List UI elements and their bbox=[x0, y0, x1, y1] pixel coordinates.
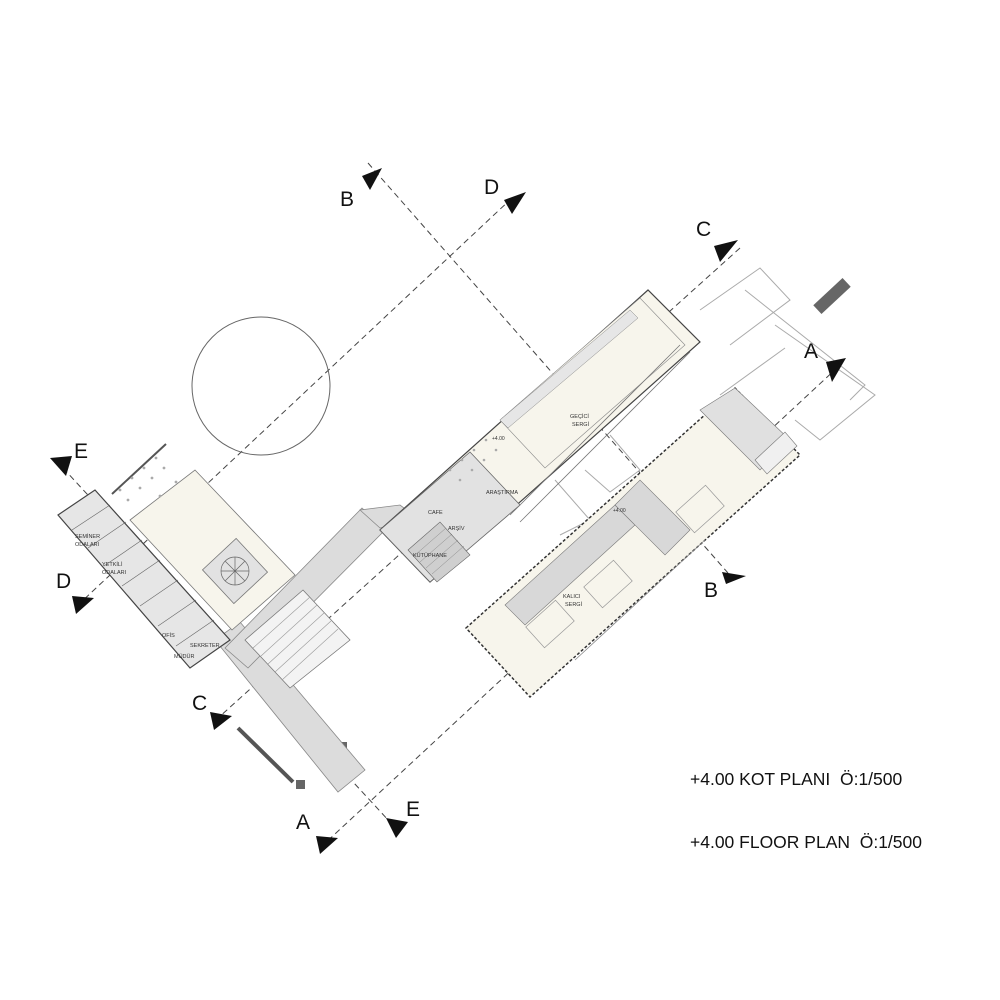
section-letter-b-top: B bbox=[340, 188, 354, 211]
label-arsiv: ARŞİV bbox=[448, 525, 465, 532]
section-letter-d-top: D bbox=[484, 176, 499, 199]
plan-title-block: +4.00 KOT PLANI Ö:1/500 +4.00 FLOOR PLAN… bbox=[690, 727, 990, 874]
section-arrow-a-bottom bbox=[316, 836, 338, 854]
section-arrow-c-top bbox=[714, 240, 738, 262]
section-arrow-d-top bbox=[504, 192, 526, 214]
section-letter-e-left: E bbox=[74, 440, 88, 463]
section-arrow-e-bottom bbox=[386, 818, 408, 838]
north-gallery-block bbox=[379, 289, 701, 583]
label-kutuphane: KÜTÜPHANE bbox=[413, 552, 447, 559]
section-arrow-d-left bbox=[72, 596, 94, 614]
section-arrow-b-right bbox=[722, 572, 746, 584]
label-arastirma: ARAŞTIRMA bbox=[486, 490, 518, 496]
dark-bar-ne bbox=[813, 277, 851, 315]
section-arrow-e-left bbox=[50, 456, 72, 476]
section-arrow-a-right bbox=[826, 358, 846, 382]
section-letter-c-bottom: C bbox=[192, 692, 207, 715]
section-arrow-b-top bbox=[362, 168, 382, 190]
plan-title-turkish: +4.00 KOT PLANI Ö:1/500 bbox=[690, 769, 903, 789]
level-gallery: +4.00 bbox=[492, 436, 505, 442]
stairs bbox=[244, 589, 351, 689]
section-letter-e-bottom: E bbox=[406, 798, 420, 821]
label-seminer-1: SEMİNER bbox=[75, 533, 100, 540]
courtyard bbox=[129, 469, 296, 631]
plan-title-english: +4.00 FLOOR PLAN Ö:1/500 bbox=[690, 832, 922, 852]
label-mudur: MÜDÜR bbox=[174, 653, 194, 660]
label-kalici-1: KALICI bbox=[563, 594, 581, 600]
gecici-sergi-area bbox=[499, 297, 686, 469]
label-cafe: CAFE bbox=[428, 510, 443, 516]
east-exhibition-block bbox=[464, 386, 802, 699]
label-gecici-1: GEÇİCİ bbox=[570, 413, 589, 420]
west-block bbox=[57, 456, 296, 669]
section-letter-d-left: D bbox=[56, 570, 71, 593]
wall-nw bbox=[111, 443, 167, 495]
label-yetkili-1: YETKİLİ bbox=[102, 561, 123, 568]
dark-block-s2 bbox=[296, 780, 305, 789]
tree-icon bbox=[220, 556, 250, 586]
label-sekreter: SEKRETER bbox=[190, 643, 220, 649]
section-letter-a-right: A bbox=[804, 340, 818, 363]
label-ofis: OFİS bbox=[162, 632, 175, 639]
label-kalici-2: SERGİ bbox=[565, 601, 583, 608]
section-arrow-c-bottom bbox=[210, 712, 232, 730]
office-wing bbox=[57, 489, 231, 669]
room-labels: GEÇİCİ SERGİ ARAŞTIRMA CAFE ARŞİV KÜTÜPH… bbox=[75, 413, 626, 660]
label-seminer-2: ODALARI bbox=[75, 542, 100, 548]
wall-sw bbox=[236, 726, 295, 784]
label-gecici-2: SERGİ bbox=[572, 421, 590, 428]
level-exhibition: +4.00 bbox=[613, 508, 626, 514]
exhibition-outline bbox=[464, 386, 802, 699]
section-letter-c-top: C bbox=[696, 218, 711, 241]
section-letter-a-bottom: A bbox=[296, 811, 310, 834]
section-letter-b-right: B bbox=[704, 579, 718, 602]
circular-plaza bbox=[191, 316, 331, 456]
section-markers: B D C A E D B C E A bbox=[50, 168, 846, 854]
label-yetkili-2: ODALARI bbox=[102, 570, 127, 576]
